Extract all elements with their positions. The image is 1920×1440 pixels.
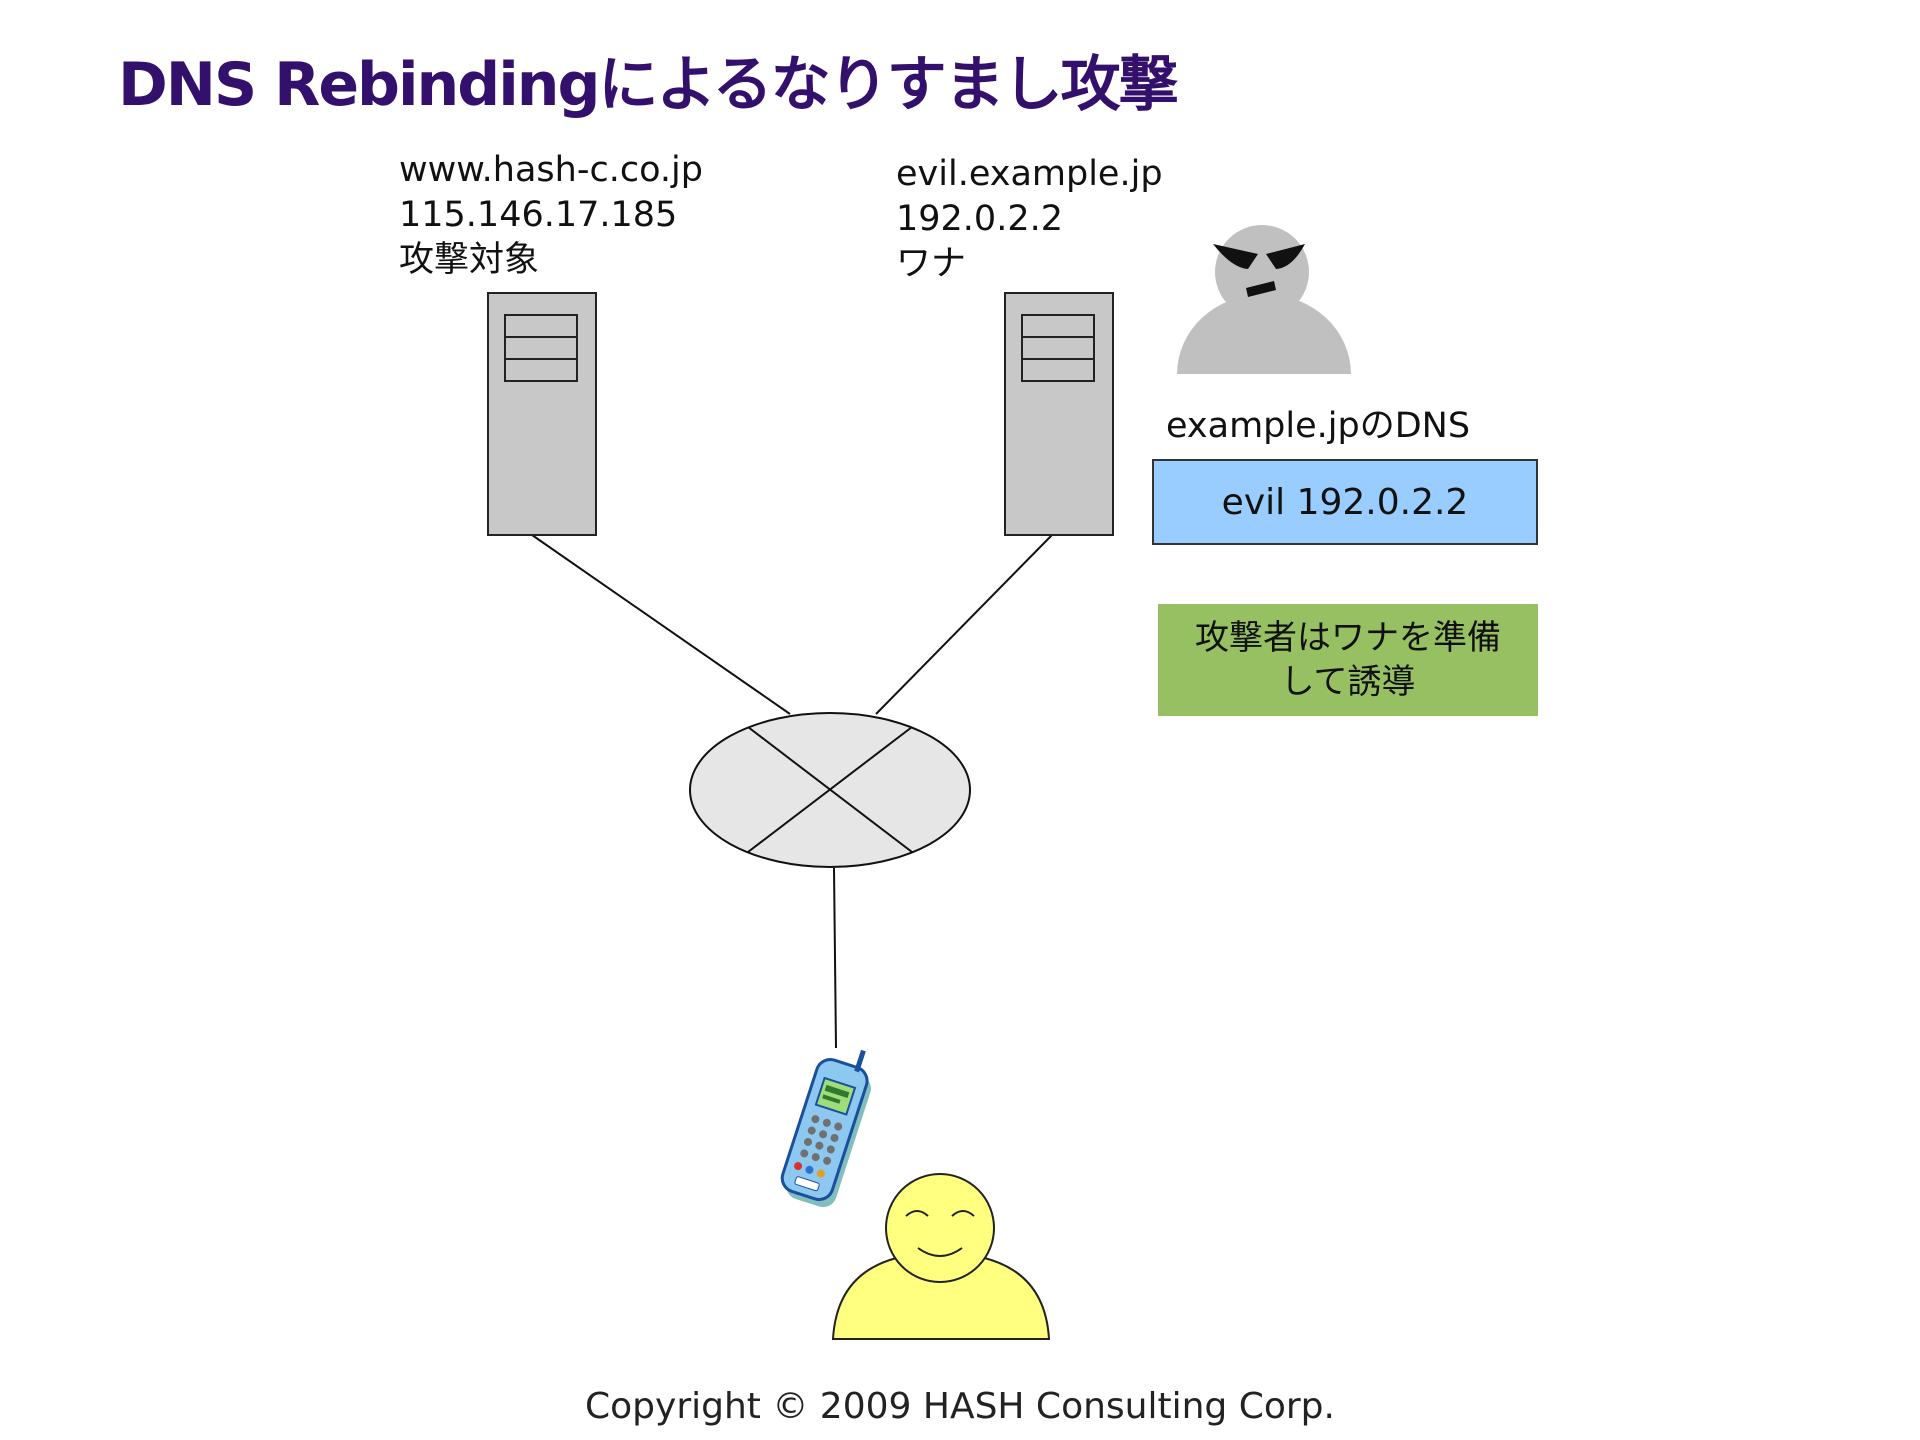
dns-record: evil 192.0.2.2: [1221, 481, 1469, 523]
user-icon: [831, 1173, 1051, 1340]
attacker-note-box: 攻撃者はワナを準備 して誘導: [1158, 604, 1538, 716]
trap-server-icon: [1004, 292, 1114, 536]
attacker-icon: [1177, 225, 1351, 374]
mobile-phone-icon: [780, 1049, 871, 1208]
target-server-icon: [487, 292, 597, 536]
copyright-footer: Copyright © 2009 HASH Consulting Corp.: [585, 1386, 1335, 1427]
note-line-1: 攻撃者はワナを準備: [1195, 618, 1501, 658]
trap-ip: 192.0.2.2: [896, 199, 1063, 239]
network-router-icon: [689, 712, 971, 868]
link-trap-network: [875, 534, 1053, 715]
dns-record-box: evil 192.0.2.2: [1152, 459, 1538, 545]
link-network-phone: [833, 867, 837, 1049]
dns-label: example.jpのDNS: [1166, 406, 1471, 446]
target-role: 攻撃対象: [399, 240, 540, 280]
link-target-network: [531, 534, 791, 715]
target-server-label: www.hash-c.co.jp 115.146.17.185 攻撃対象: [399, 148, 703, 283]
trap-host: evil.example.jp: [896, 154, 1163, 194]
note-line-2: して誘導: [1280, 662, 1416, 702]
target-host: www.hash-c.co.jp: [399, 150, 703, 190]
slide-title: DNS Rebindingによるなりすまし攻撃: [118, 50, 1179, 120]
trap-server-label: evil.example.jp 192.0.2.2 ワナ: [896, 152, 1163, 287]
trap-role: ワナ: [896, 244, 967, 284]
target-ip: 115.146.17.185: [399, 195, 678, 235]
